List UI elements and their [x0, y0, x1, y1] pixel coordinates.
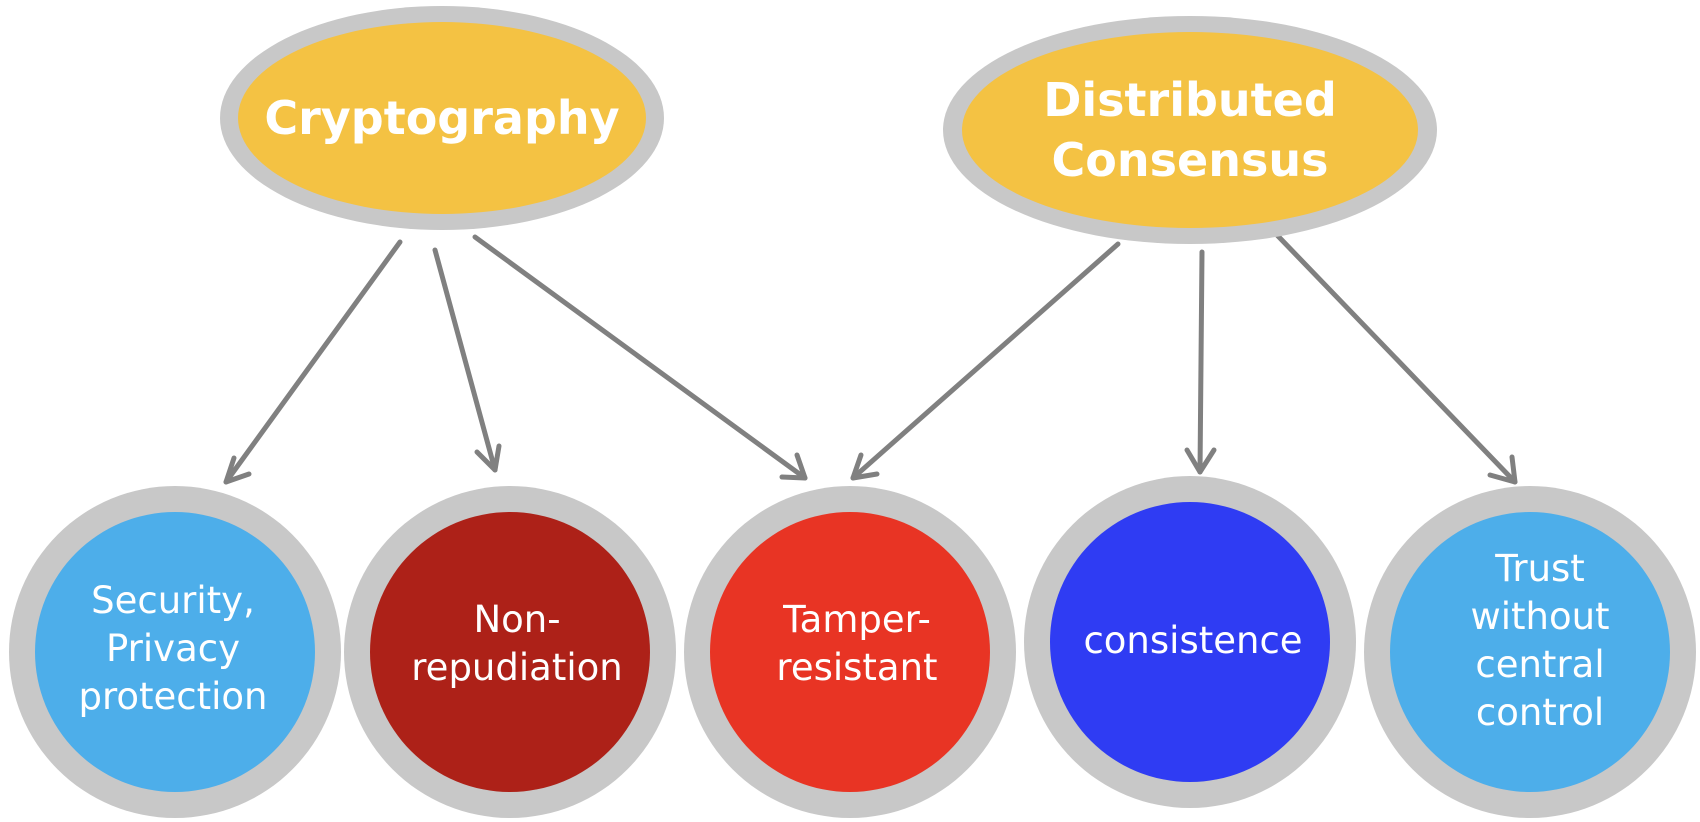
label-line: Distributed — [1043, 73, 1337, 127]
node-trust-without-central-control: Trust without central control — [1364, 486, 1696, 818]
label-line: consistence — [1083, 619, 1302, 662]
label-line: protection — [78, 675, 267, 718]
arrow-consensus-to-trust — [1274, 232, 1518, 485]
label-line: without — [1470, 595, 1609, 638]
node-consistence-label: consistence — [1083, 619, 1302, 662]
label-line: Trust — [1494, 547, 1585, 590]
node-cryptography: Cryptography — [220, 6, 664, 230]
label-line: control — [1476, 691, 1604, 734]
arrow-cryptography-to-nonrepudiation — [432, 247, 502, 473]
node-non-repudiation-label: Non-repudiation — [411, 598, 622, 689]
arrow-cryptography-to-tamper — [472, 234, 808, 481]
node-consistence: consistence — [1024, 476, 1356, 808]
label-line: repudiation — [411, 646, 622, 689]
node-non-repudiation: Non-repudiation — [344, 486, 676, 818]
arrows — [223, 232, 1518, 485]
label-line: Non- — [473, 598, 560, 641]
label-line: Cryptography — [264, 91, 619, 145]
arrow-consensus-to-tamper — [850, 241, 1121, 481]
node-trust-label: Trust without central control — [1470, 547, 1609, 734]
node-cryptography-label: Cryptography — [264, 91, 619, 145]
node-security-label: Security, Privacy protection — [78, 579, 267, 718]
node-tamper-resistant-label: Tamper-resistant — [776, 598, 937, 689]
label-line: central — [1475, 643, 1604, 686]
label-line: Consensus — [1052, 133, 1329, 187]
label-line: resistant — [776, 646, 937, 689]
label-line: Privacy — [106, 627, 240, 670]
node-tamper-resistant: Tamper-resistant — [684, 486, 1016, 818]
label-line: Tamper- — [782, 598, 931, 641]
arrow-cryptography-to-security — [223, 239, 403, 485]
node-security-privacy-protection: Security, Privacy protection — [9, 486, 341, 818]
label-line: Security, — [91, 579, 255, 622]
arrow-consensus-to-consistence — [1184, 249, 1217, 475]
